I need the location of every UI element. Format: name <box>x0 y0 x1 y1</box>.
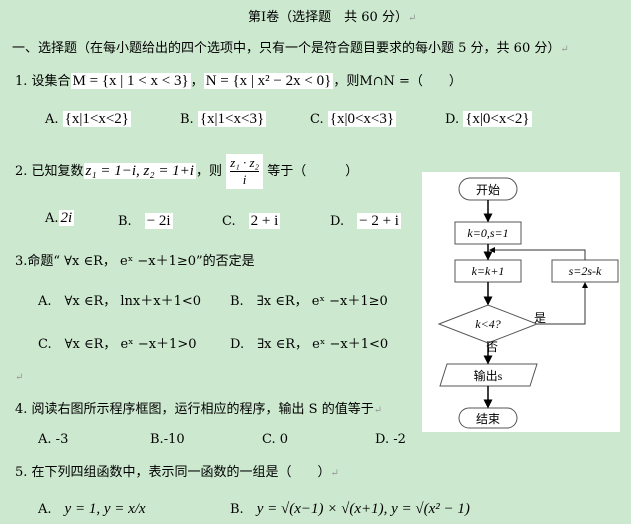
update-label: s=2s-k <box>569 264 602 278</box>
init-label: k=0,s=1 <box>467 226 508 240</box>
section-heading: 一、选择题（在每小题给出的四个选项中，只有一个是符合题目要求的每小题 5 分，共… <box>12 41 569 56</box>
flowchart-svg: 开始 k=0,s=1 k=k+1 s=2s-k k<4? 是 否 输出s 结束 <box>437 177 619 429</box>
increment-label: k=k+1 <box>472 264 505 278</box>
q1-option-a[interactable]: A. {x|1<x<2} <box>45 111 131 127</box>
q4-option-c[interactable]: C. 0 <box>262 432 289 447</box>
end-label: 结束 <box>476 412 500 426</box>
paragraph-mark: ↵ <box>560 44 569 55</box>
q1-option-b[interactable]: B. {x|1<x<3} <box>180 111 267 127</box>
condition-label: k<4? <box>475 317 500 331</box>
program-flowchart: 开始 k=0,s=1 k=k+1 s=2s-k k<4? 是 否 输出s 结束 <box>422 172 620 432</box>
exam-title: 第Ⅰ卷（选择题 共 60 分）↵ <box>248 10 417 25</box>
q4-option-b[interactable]: B.-10 <box>150 432 185 447</box>
q2-option-a[interactable]: A.2i <box>45 210 75 226</box>
question-5: 5. 在下列四组函数中，表示同一函数的一组是（ ）↵ <box>15 465 339 480</box>
output-node <box>439 363 538 387</box>
output-label: 输出s <box>474 368 503 383</box>
q4-option-d[interactable]: D. -2 <box>375 432 406 447</box>
q2-option-c[interactable]: C. 2 + i <box>222 213 281 229</box>
q1-option-c[interactable]: C. {x|0<x<3} <box>310 111 397 127</box>
paragraph-mark: ↵ <box>15 372 24 383</box>
q2-option-b[interactable]: B. − 2i <box>118 213 173 229</box>
q3-option-a[interactable]: A. ∀x ∈R， lnx＋x＋1<0 <box>38 294 202 309</box>
paragraph-mark: ↵ <box>407 13 417 24</box>
yes-label: 是 <box>534 311 546 325</box>
question-3: 3.命题“ ∀x ∈R， eˣ −x＋1≥0”的否定是 <box>15 254 255 269</box>
question-4: 4. 阅读右图所示程序框图，运行相应的程序，输出 S 的值等于↵ <box>15 402 383 417</box>
q1-option-d[interactable]: D. {x|0<x<2} <box>445 111 532 127</box>
no-label: 否 <box>486 340 498 354</box>
set-n: N = {x | x² − 2x < 0} <box>203 73 334 89</box>
q3-option-d[interactable]: D. ∃x ∈R， eˣ −x＋1<0 <box>230 337 389 352</box>
q5-option-a[interactable]: A. y = 1, y = x/x <box>38 501 146 517</box>
q4-option-a[interactable]: A. -3 <box>38 432 69 447</box>
q5-option-b[interactable]: B. y = √(x−1) × √(x+1), y = √(x² − 1) <box>230 501 470 517</box>
set-m: M = {x | 1 < x < 3} <box>70 73 191 89</box>
q3-option-b[interactable]: B. ∃x ∈R， eˣ −x＋1≥0 <box>230 294 388 309</box>
q3-option-c[interactable]: C. ∀x ∈R， eˣ −x＋1>0 <box>38 337 197 352</box>
q2-option-d[interactable]: D. − 2 + i <box>330 213 401 229</box>
start-label: 开始 <box>476 183 500 197</box>
